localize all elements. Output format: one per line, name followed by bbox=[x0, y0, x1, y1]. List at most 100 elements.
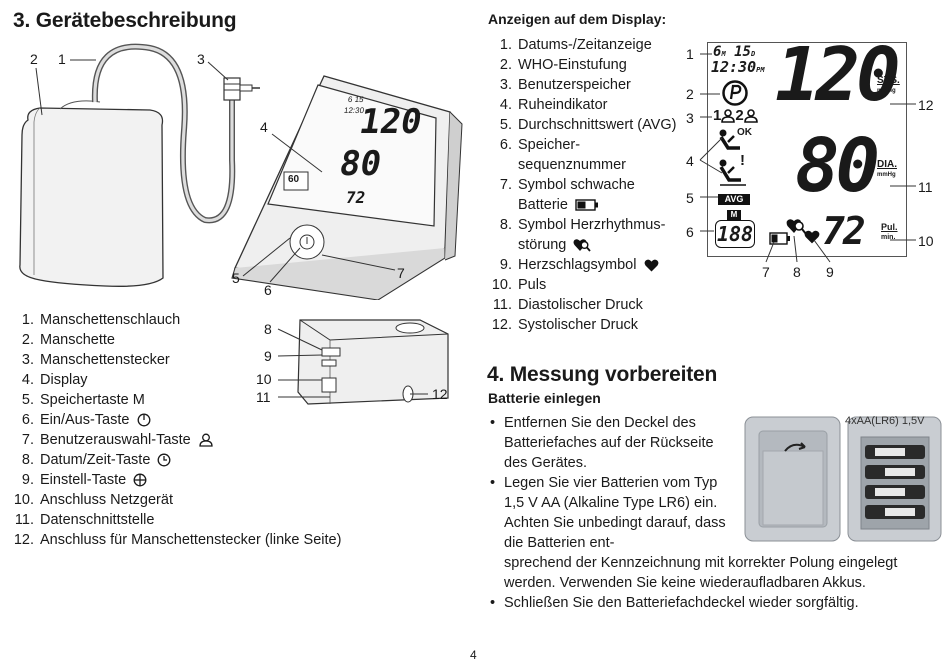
list-item: 12.Anschluss für Manschettenstecker (lin… bbox=[13, 532, 342, 548]
callout-7: 7 bbox=[397, 265, 405, 281]
sys-label: SYS. bbox=[877, 75, 900, 86]
callout-4: 4 bbox=[260, 119, 268, 135]
rest-indicator-ok-icon bbox=[719, 129, 740, 150]
list-item: 10.Anschluss Netzgerät bbox=[13, 492, 173, 508]
crosshair-icon bbox=[133, 473, 147, 487]
list-item: 8.Symbol Herzrhythmus-störung bbox=[499, 217, 666, 253]
ok-label: OK bbox=[737, 127, 752, 138]
lcd-time: 12:30PM bbox=[711, 58, 765, 76]
display-items-list: 1.Datums-/Zeitanzeige 2.WHO-Einstufung 3… bbox=[488, 35, 678, 335]
page-number: 4 bbox=[470, 648, 477, 662]
list-item: 5.Speichertaste M bbox=[21, 392, 145, 408]
list-item: 7.Benutzerauswahl-Taste bbox=[10, 430, 390, 450]
callout-6: 6 bbox=[264, 282, 272, 298]
memory-label: M bbox=[727, 210, 741, 220]
list-item: 11.Diastolischer Druck bbox=[492, 297, 643, 313]
battery-instructions: Entfernen Sie den Deckel des Batteriefac… bbox=[488, 413, 733, 553]
arrhythmia-icon bbox=[573, 239, 592, 252]
lcd-user-memory: 1 2 bbox=[713, 107, 758, 124]
list-item: 9.Einstell-Taste bbox=[10, 470, 390, 490]
callout-1: 1 bbox=[58, 51, 66, 67]
callout-2: 2 bbox=[30, 51, 38, 67]
list-item: 4.Display bbox=[21, 372, 88, 388]
lcd-callout-5: 5 bbox=[686, 190, 694, 206]
lcd-callout-3: 3 bbox=[686, 110, 694, 126]
lcd-callout-4: 4 bbox=[686, 153, 694, 169]
lcd-callout-6: 6 bbox=[686, 224, 694, 240]
callout-leaders bbox=[35, 59, 396, 283]
list-item: 6.Ein/Aus-Taste bbox=[10, 410, 390, 430]
lcd-callout-7: 7 bbox=[762, 264, 770, 280]
user-icon bbox=[199, 433, 213, 447]
lcd-callout-12: 12 bbox=[918, 97, 934, 113]
callout-11: 11 bbox=[256, 389, 271, 405]
lcd-callout-2: 2 bbox=[686, 86, 694, 102]
warning-label: ! bbox=[740, 152, 745, 169]
sys-unit: mmHg bbox=[877, 88, 896, 94]
section-heading-device: 3. Gerätebeschreibung bbox=[13, 9, 237, 32]
callout-3: 3 bbox=[197, 51, 205, 67]
lcd-callout-1: 1 bbox=[686, 46, 694, 62]
heart-icon bbox=[644, 259, 658, 272]
battery-low-icon bbox=[575, 199, 599, 211]
callout-10: 10 bbox=[256, 371, 272, 387]
list-item: 1.Manschettenschlauch bbox=[21, 312, 181, 328]
battery-compartment-illustration bbox=[744, 416, 942, 542]
list-item: 7.Symbol schwache Batterie bbox=[499, 177, 635, 213]
list-item: 2.Manschette bbox=[21, 332, 115, 348]
list-item: 5.Durchschnittswert (AVG) bbox=[499, 117, 677, 133]
list-item: Legen Sie vier Batterien vom Typ 1,5 V A… bbox=[488, 473, 733, 553]
heart-icon bbox=[804, 230, 820, 244]
lcd-panel bbox=[707, 42, 907, 257]
list-item: 3.Benutzerspeicher bbox=[499, 77, 631, 93]
lcd-callout-9: 9 bbox=[826, 264, 834, 280]
battery-instructions-final: Schließen Sie den Batteriefachdeckel wie… bbox=[488, 593, 938, 613]
pulse-unit: min. bbox=[881, 234, 896, 241]
lcd-callout-11: 11 bbox=[918, 179, 933, 195]
rest-indicator-warning-icon bbox=[719, 159, 746, 186]
lcd-callout-10: 10 bbox=[918, 233, 934, 249]
battery-low-icon bbox=[769, 232, 790, 245]
monitor-illustration bbox=[231, 75, 463, 300]
list-item: 12.Systolischer Druck bbox=[491, 317, 639, 333]
dia-label: DIA. bbox=[877, 159, 897, 170]
list-item: Schließen Sie den Batteriefachdeckel wie… bbox=[488, 593, 938, 613]
pulse-label: Pul. bbox=[881, 222, 898, 232]
list-item: 6.Speicher-sequenznummer bbox=[499, 137, 626, 173]
list-item: 11.Datenschnittstelle bbox=[14, 512, 155, 528]
lcd-callout-8: 8 bbox=[793, 264, 801, 280]
list-item: 9.Herzschlagsymbol bbox=[488, 255, 678, 275]
callout-5: 5 bbox=[232, 270, 240, 286]
lcd-systolic-value: 120 bbox=[775, 32, 901, 118]
list-item: 3.Manschettenstecker bbox=[21, 352, 170, 368]
battery-subheading: Batterie einlegen bbox=[488, 390, 601, 406]
list-item: 8.Datum/Zeit-Taste bbox=[10, 450, 390, 470]
dia-unit: mmHg bbox=[877, 172, 896, 178]
power-icon bbox=[137, 413, 150, 427]
list-item: 10.Puls bbox=[491, 277, 547, 293]
list-item: 2.WHO-Einstufung bbox=[499, 57, 627, 73]
memory-sequence-number: 188 bbox=[715, 220, 755, 248]
lcd-callout-leaders bbox=[699, 53, 916, 263]
cuff-plug-illustration bbox=[223, 77, 260, 101]
cuff-illustration bbox=[19, 100, 164, 287]
callout-12: 12 bbox=[432, 386, 448, 402]
lcd-pulse-value: 72 bbox=[822, 209, 866, 253]
user-icon bbox=[721, 108, 736, 123]
clock-icon bbox=[157, 453, 171, 467]
callout-9: 9 bbox=[264, 348, 272, 364]
device-illustration bbox=[19, 43, 463, 300]
list-item: 1.Datums-/Zeitanzeige bbox=[499, 37, 652, 53]
callout-8: 8 bbox=[264, 321, 272, 337]
user-icon bbox=[743, 108, 758, 123]
list-item: Entfernen Sie den Deckel des Batteriefac… bbox=[488, 413, 733, 473]
lcd-diastolic-value: 80 bbox=[795, 123, 880, 209]
battery-spec-caption: 4xAA(LR6) 1,5V bbox=[845, 415, 925, 427]
who-classification-icon bbox=[722, 80, 748, 106]
list-item: 4.Ruheindikator bbox=[499, 97, 608, 113]
display-section-heading: Anzeigen auf dem Display: bbox=[488, 11, 667, 27]
battery-instructions-continued: sprechend der Kennzeichnung mit korrekte… bbox=[504, 555, 898, 591]
section-heading-measure: 4. Messung vorbereiten bbox=[487, 363, 718, 386]
lcd-date: 6M 15D bbox=[713, 44, 756, 60]
device-display-memory: 60 bbox=[288, 174, 300, 185]
